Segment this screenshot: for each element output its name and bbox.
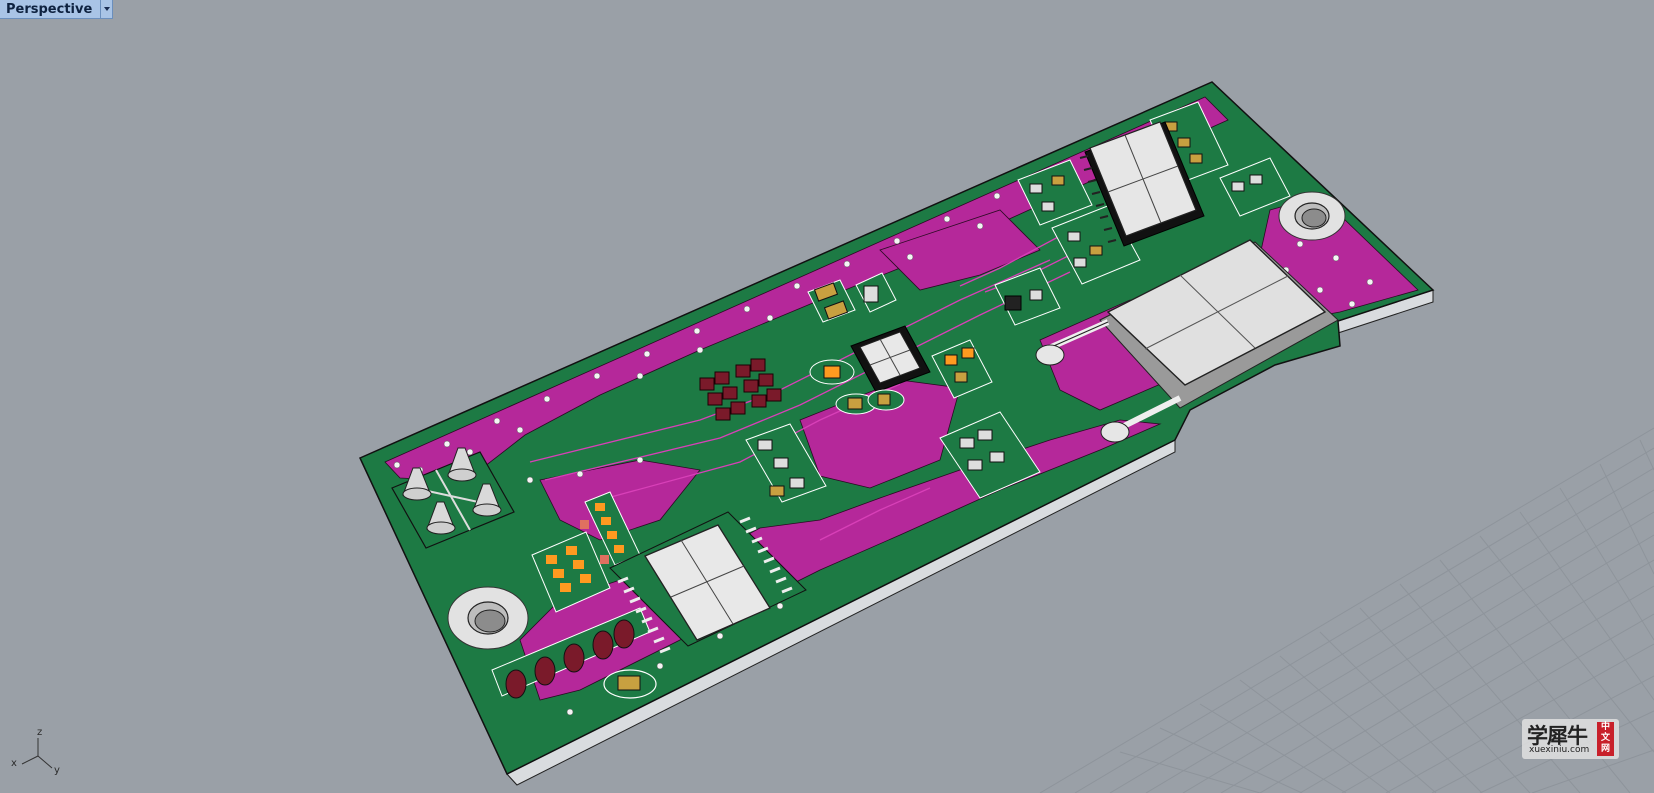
watermark-seal: 中文网 — [1597, 722, 1614, 756]
crystal-oscillator — [1035, 239, 1339, 443]
watermark-text: 学犀牛 — [1527, 723, 1588, 748]
axis-label-x: x — [11, 758, 17, 769]
watermark-url: xuexiniu.com — [1529, 745, 1590, 755]
triangle-down-icon[interactable] — [101, 0, 114, 19]
axis-label-y: y — [54, 765, 60, 776]
oval-pad-row — [491, 607, 657, 699]
watermark-logo: 学犀牛 xuexiniu.com 中文网 — [1522, 719, 1619, 759]
viewport-title[interactable]: Perspective — [0, 0, 102, 19]
axis-label-z: z — [37, 727, 43, 738]
orange-pad-array — [531, 491, 641, 613]
mounting-hole-right — [1278, 191, 1346, 241]
qfn-chip — [850, 325, 931, 393]
mounting-hole-left — [447, 586, 529, 650]
world-axes-indicator — [21, 738, 53, 769]
main-ic-package — [609, 511, 807, 654]
dark-pad-array — [699, 358, 782, 421]
test-pin-cluster — [391, 447, 515, 549]
connector-block — [1079, 121, 1205, 247]
viewport-title-tab[interactable]: Perspective — [0, 0, 114, 19]
